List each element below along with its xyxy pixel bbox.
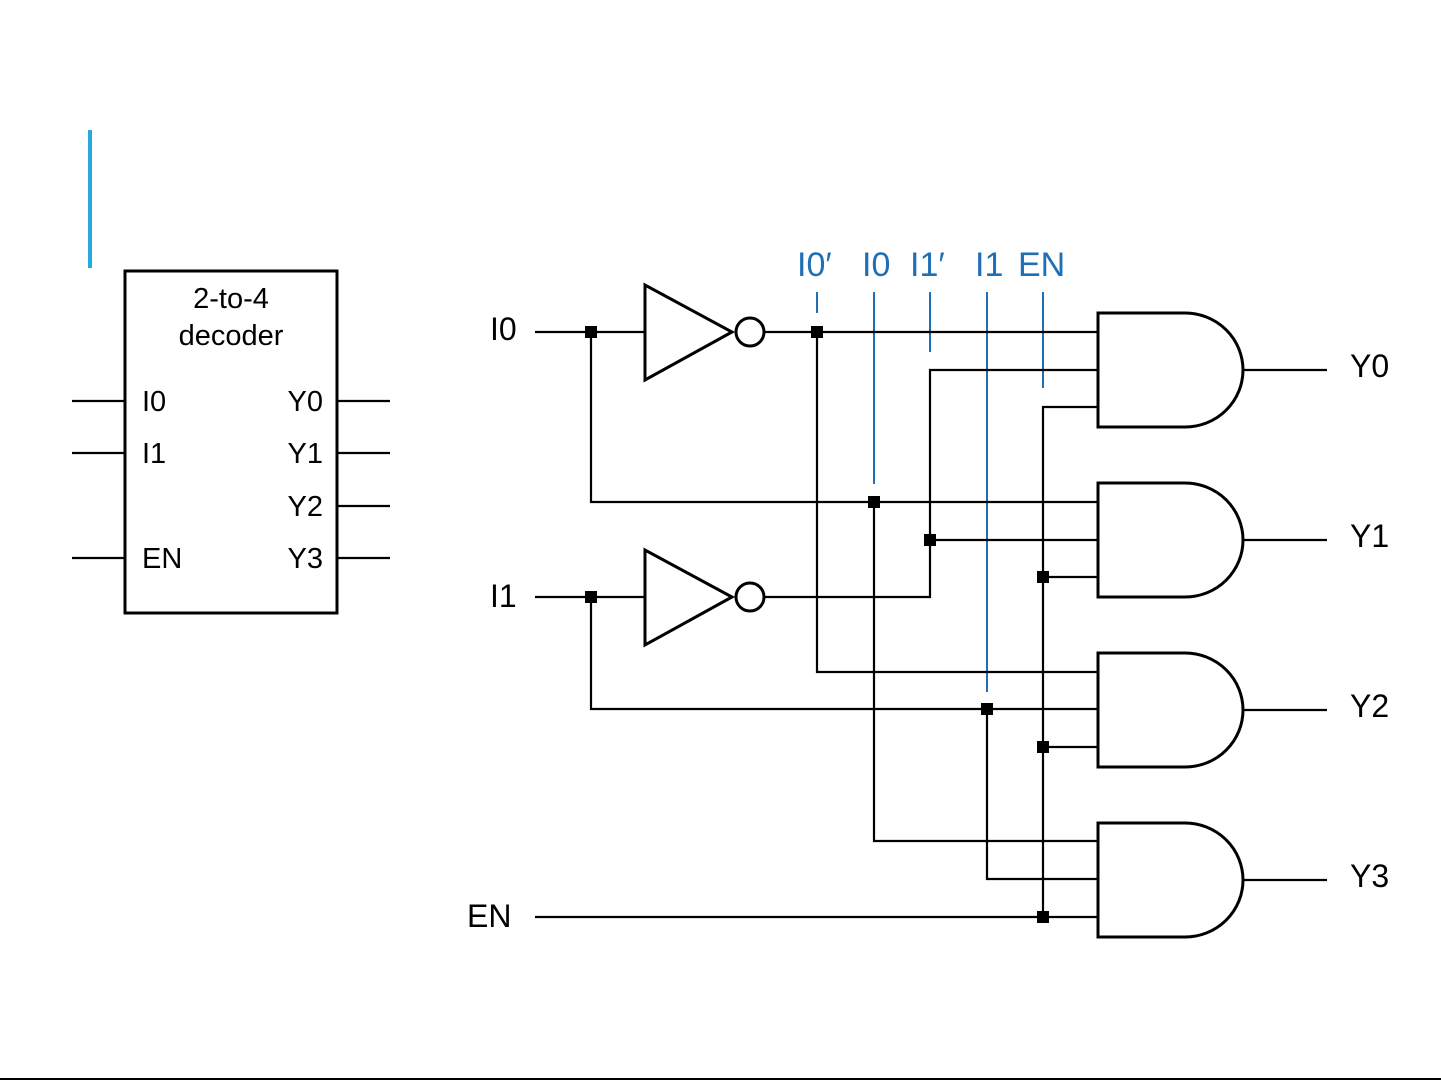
- output-label-y3: Y3: [1350, 858, 1389, 894]
- block-input-label-i1: I1: [142, 438, 166, 470]
- decoder-title-line2: decoder: [179, 320, 284, 352]
- junction-dot: [1037, 741, 1049, 753]
- junction-dot: [585, 591, 597, 603]
- block-input-label-i0: I0: [142, 386, 166, 418]
- decoder-title-line1: 2-to-4: [193, 283, 269, 315]
- block-output-label-y1: Y1: [288, 438, 323, 470]
- block-output-label-y2: Y2: [288, 491, 323, 523]
- bus-label-i1: I1: [975, 246, 1003, 284]
- bus-label-en: EN: [1018, 246, 1065, 284]
- block-output-label-y3: Y3: [288, 543, 323, 575]
- block-output-label-y0: Y0: [288, 386, 323, 418]
- and-gate-y2: [1098, 653, 1243, 767]
- input-label-en: EN: [467, 898, 511, 934]
- output-label-y0: Y0: [1350, 348, 1389, 384]
- bus-label-i0-not: I0′: [797, 246, 832, 284]
- bus-label-i1-not: I1′: [910, 246, 945, 284]
- and-gate-y0: [1098, 313, 1243, 427]
- decoder-block: 2-to-4 decoder I0 I1 EN Y0 Y1 Y2 Y3: [72, 271, 390, 613]
- wire-i1-not-to-y0: [764, 370, 1098, 597]
- and-gate-y3: [1098, 823, 1243, 937]
- output-label-y2: Y2: [1350, 688, 1389, 724]
- junction-dot: [1037, 571, 1049, 583]
- junction-dot: [585, 326, 597, 338]
- input-label-i1: I1: [490, 578, 517, 614]
- bus-label-i0: I0: [862, 246, 890, 284]
- decoder-circuit: I0 I1 EN I0′ I0 I1′ I1 EN: [467, 246, 1389, 937]
- junction-dot: [981, 703, 993, 715]
- inverter-i1: [645, 550, 732, 645]
- block-input-label-en: EN: [142, 543, 182, 575]
- junction-dot: [1037, 911, 1049, 923]
- junction-dot: [868, 496, 880, 508]
- inverter-i0-bubble: [736, 318, 764, 346]
- inverter-i0: [645, 285, 732, 380]
- inverter-i1-bubble: [736, 583, 764, 611]
- input-label-i0: I0: [490, 311, 517, 347]
- and-gate-y1: [1098, 483, 1243, 597]
- junction-dot: [811, 326, 823, 338]
- junction-dot: [924, 534, 936, 546]
- output-label-y1: Y1: [1350, 518, 1389, 554]
